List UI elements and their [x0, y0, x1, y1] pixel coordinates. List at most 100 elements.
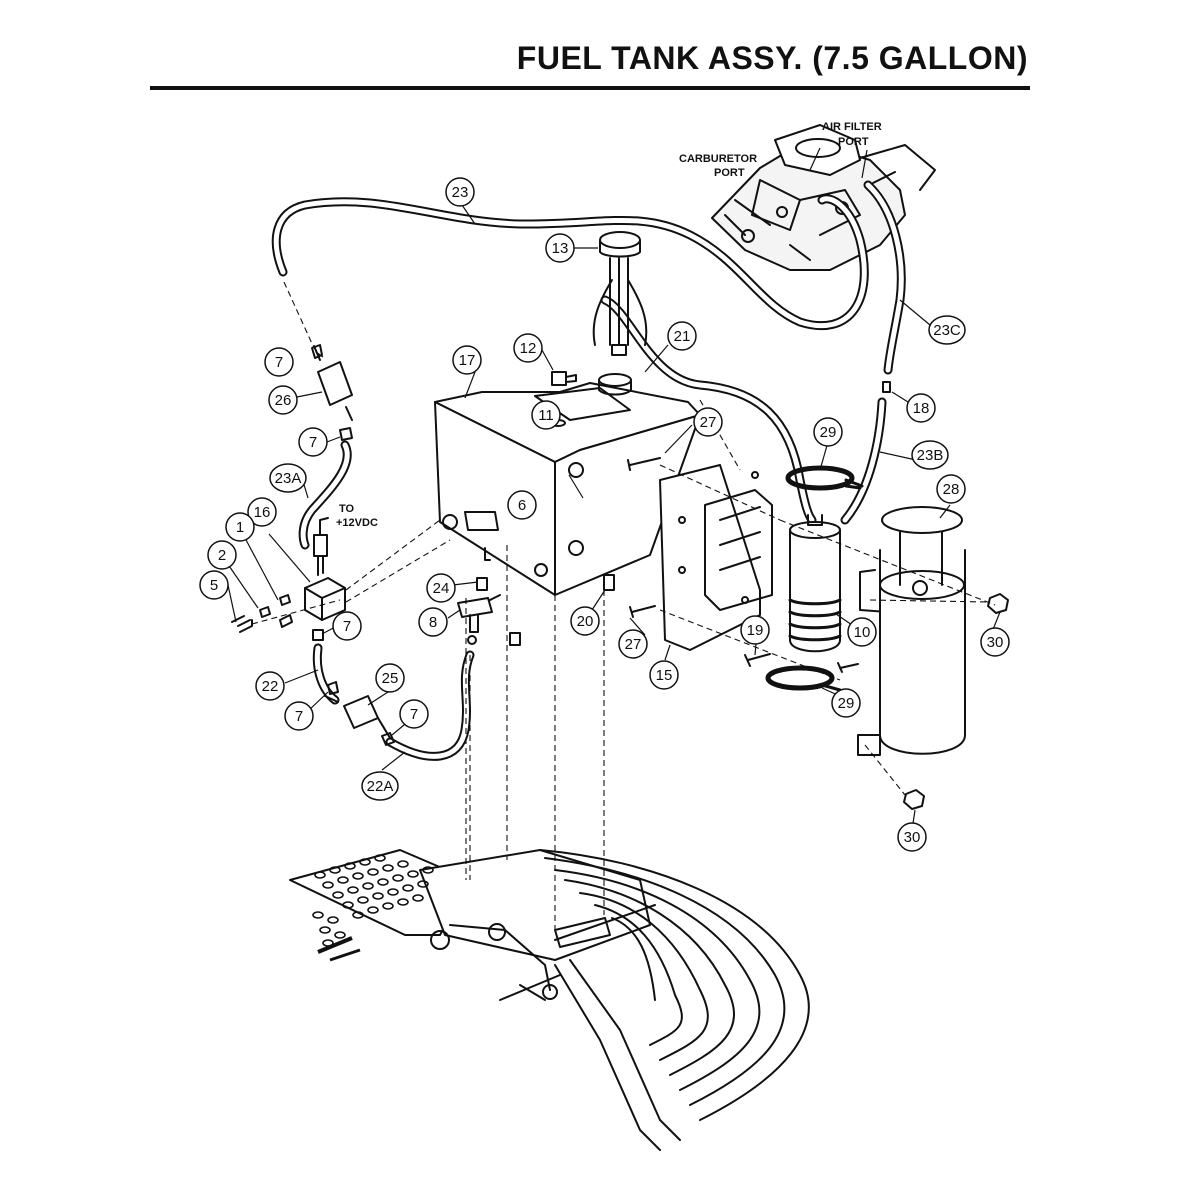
diagram-title: FUEL TANK ASSY. (7.5 GALLON)	[516, 40, 1028, 76]
title-rule	[150, 86, 1030, 90]
nut-1	[279, 594, 291, 606]
callout-circle-28	[936, 474, 966, 504]
callout-1: 1	[236, 519, 244, 536]
note-to-line1: TO	[339, 503, 355, 515]
callout-5: 5	[210, 577, 218, 594]
callout-circle-15	[649, 660, 679, 690]
callout-circle-29b	[831, 688, 861, 718]
callout-circle-25	[375, 663, 405, 693]
callout-circle-6	[507, 490, 537, 520]
callout-6: 6	[518, 497, 526, 514]
callout-7d: 7	[295, 708, 303, 725]
callout-circle-30b	[897, 822, 927, 852]
washer-2	[259, 606, 271, 618]
nut-30-lower	[903, 789, 925, 810]
evap-canister-10	[788, 514, 842, 653]
callout-27a: 27	[700, 414, 717, 431]
callout-circle-23a	[269, 463, 307, 493]
callout-circle-1	[225, 512, 255, 542]
callout-circle-16	[247, 497, 277, 527]
callout-circle-8	[418, 607, 448, 637]
callout-18: 18	[913, 400, 930, 417]
callout-circle-7a	[264, 347, 294, 377]
callout-circle-2	[207, 540, 237, 570]
callout-23c: 23C	[933, 322, 961, 339]
note-carburetor-line1: CARBURETOR	[679, 153, 757, 165]
fuel-sender-13	[592, 231, 648, 356]
callout-circle-19	[740, 615, 770, 645]
callout-2: 2	[218, 547, 226, 564]
screw-27-lower	[629, 605, 656, 618]
callout-20: 20	[577, 613, 594, 630]
callout-24: 24	[433, 580, 450, 597]
screw-27-upper	[627, 457, 661, 471]
callout-15: 15	[656, 667, 673, 684]
callout-circle-13	[545, 233, 575, 263]
callout-29b: 29	[838, 695, 855, 712]
callout-circle-23b	[911, 440, 949, 470]
callout-22a: 22A	[367, 778, 394, 795]
fuel-filter-26	[313, 345, 353, 421]
callout-circle-10	[847, 617, 877, 647]
callout-circle-29a	[813, 417, 843, 447]
shutoff-valve-8	[457, 594, 501, 645]
callout-circle-21	[667, 321, 697, 351]
note-to-line2: +12VDC	[336, 517, 378, 529]
mount-bracket-15	[659, 464, 773, 651]
callout-13: 13	[552, 240, 569, 257]
callout-19: 19	[747, 622, 764, 639]
callout-circle-11	[531, 400, 561, 430]
callout-26: 26	[275, 392, 292, 409]
callout-circle-20	[570, 606, 600, 636]
callout-30b: 30	[904, 829, 921, 846]
callout-circle-7c	[332, 611, 362, 641]
callout-7b: 7	[309, 434, 317, 451]
floor-plate-perforations	[312, 854, 434, 947]
callout-circle-24	[426, 573, 456, 603]
callout-circle-22a	[361, 771, 399, 801]
frame-assembly	[289, 849, 810, 1151]
screw-5	[231, 615, 253, 633]
callout-30a: 30	[987, 634, 1004, 651]
callout-23: 23	[452, 184, 469, 201]
callout-11: 11	[538, 407, 554, 424]
callout-circle-7e	[399, 699, 429, 729]
callout-16: 16	[254, 504, 271, 521]
callout-circle-23c	[928, 315, 966, 345]
callout-circle-27b	[618, 629, 648, 659]
bolt-19	[744, 653, 771, 667]
callout-circle-27a	[693, 407, 723, 437]
note-carburetor-line2: PORT	[714, 167, 745, 179]
callout-27b: 27	[625, 636, 642, 653]
callout-circle-12	[513, 333, 543, 363]
dashed-alignment-lines	[251, 281, 996, 930]
callout-circle-18	[906, 393, 936, 423]
callout-29a: 29	[820, 424, 837, 441]
callout-12: 12	[520, 340, 537, 357]
fitting-12	[551, 371, 577, 386]
callout-28: 28	[943, 481, 960, 498]
callout-circle-23	[445, 177, 475, 207]
nut-30-upper	[987, 593, 1009, 614]
fuel-pump-16	[304, 517, 346, 621]
callout-22: 22	[262, 678, 279, 695]
callout-23b: 23B	[917, 447, 944, 464]
note-air-filter-line2: PORT	[838, 136, 869, 148]
callout-10: 10	[854, 624, 871, 641]
callout-8: 8	[429, 614, 437, 631]
callout-circle-7b	[298, 427, 328, 457]
callout-circle-22	[255, 671, 285, 701]
callout-23a: 23A	[275, 470, 302, 487]
callout-25: 25	[382, 670, 399, 687]
note-air-filter-line1: AIR FILTER	[822, 121, 882, 133]
callout-21: 21	[674, 328, 691, 345]
clamp-29-lower	[765, 665, 835, 691]
callout-7a: 7	[275, 354, 283, 371]
callout-7e: 7	[410, 706, 418, 723]
callout-circle-30a	[980, 627, 1010, 657]
callout-circle-7d	[284, 701, 314, 731]
callout-circle-17	[452, 345, 482, 375]
callout-7c: 7	[343, 618, 351, 635]
callout-17: 17	[459, 352, 476, 369]
